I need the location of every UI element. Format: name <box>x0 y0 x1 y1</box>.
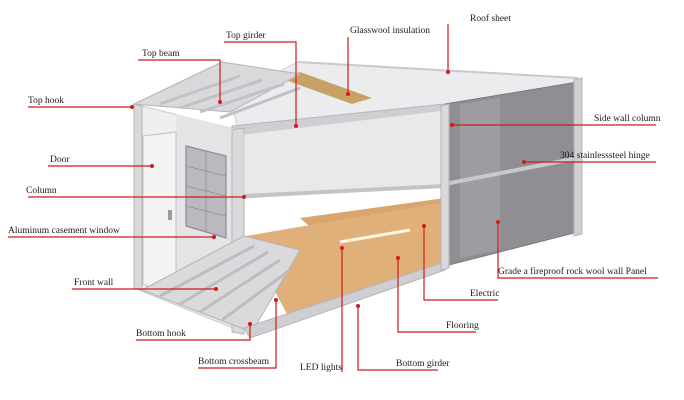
leader-bottom-girder <box>357 306 438 371</box>
label-bottom-hook: Bottom hook <box>136 329 186 339</box>
leader-bottom-crossbeam <box>198 300 277 369</box>
label-top-beam: Top beam <box>142 49 180 59</box>
led-light-strip <box>339 228 411 244</box>
label-door: Door <box>50 155 70 165</box>
side-wall-column <box>440 103 450 271</box>
leader-bottom-hook <box>136 324 251 341</box>
label-glasswool: Glasswool insulation <box>350 26 430 36</box>
label-top-girder: Top girder <box>226 31 266 41</box>
label-side-wall-column: Side wall column <box>594 114 661 124</box>
window-grid <box>185 151 227 232</box>
leader-flooring <box>397 258 476 333</box>
leader-lines <box>8 24 658 372</box>
bottom-crossbeam-ribs <box>159 244 291 322</box>
label-electric: Electric <box>470 289 500 299</box>
roof-ridge <box>297 61 579 79</box>
label-bottom-girder: Bottom girder <box>396 359 450 369</box>
label-flooring: Flooring <box>446 321 479 331</box>
label-top-hook: Top hook <box>28 96 65 106</box>
leader-electric <box>423 226 498 301</box>
label-window: Aluminum casement window <box>8 226 120 236</box>
bottom-floor-frame <box>140 235 301 333</box>
leader-top-girder <box>224 41 297 126</box>
leader-panel <box>497 222 658 279</box>
bottom-girder-bar <box>243 261 446 339</box>
label-roof-sheet: Roof sheet <box>470 14 511 24</box>
label-column: Column <box>26 186 57 196</box>
mid-rail <box>243 184 446 198</box>
label-front-wall: Front wall <box>74 278 114 288</box>
label-bottom-crossbeam: Bottom crossbeam <box>198 357 269 367</box>
door-handle-icon <box>168 210 172 220</box>
label-hinge: 304 stainlesssteel hinge <box>560 151 650 161</box>
top-girder-ribs <box>159 74 301 120</box>
rear-column <box>573 77 583 237</box>
label-panel: Grade a fireproof rock wool wall Panel <box>498 267 647 277</box>
leader-top-beam <box>138 59 221 102</box>
label-led-lights: LED lights <box>300 363 342 373</box>
glasswool-insulation <box>280 72 372 104</box>
leader-dots <box>130 70 526 326</box>
